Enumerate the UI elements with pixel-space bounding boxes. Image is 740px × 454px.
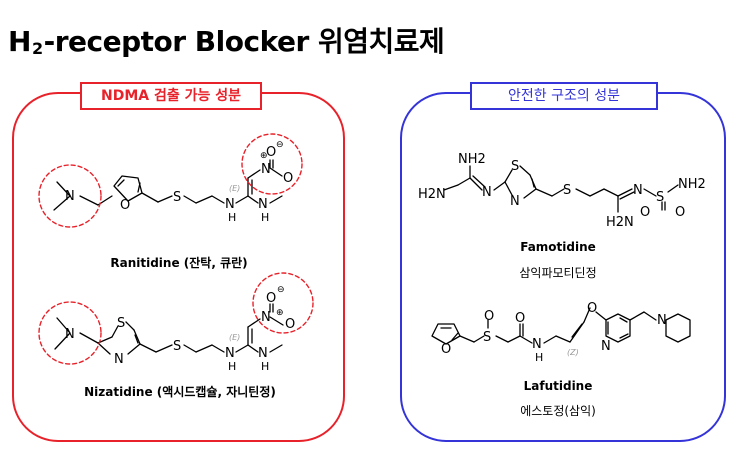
famotidine-guanidine-nh2-top: NH2 (458, 152, 486, 167)
nizatidine-nh-hydrogen: H (228, 360, 236, 373)
ranitidine-nitro-minus-charge: ⊖ (276, 140, 284, 150)
lafutidine-pyridine-nitrogen: N (601, 339, 611, 354)
famotidine-sulfonyl-oxygen-right: O (675, 205, 685, 220)
famotidine-guanidine-nitrogen: N (482, 185, 492, 200)
ranitidine-structure (38, 133, 303, 228)
lafutidine-z-stereo-label: (Z) (567, 348, 579, 357)
lafutidine-sulfinyl-sulfur: S (483, 330, 491, 345)
nizatidine-e-stereo-label: (E) (229, 333, 240, 342)
famotidine-guanidine-h2n-left: H2N (418, 187, 446, 202)
ranitidine-methylamine-nitrogen: N (258, 197, 268, 212)
ranitidine-nitro-oxygen-right: O (283, 171, 293, 186)
famotidine-structure (443, 165, 679, 213)
lafutidine-label: Lafutidine (523, 379, 593, 393)
ranitidine-nitro-nitrogen: N (261, 162, 271, 177)
ranitidine-amine-nitrogen: N (65, 189, 75, 204)
nizatidine-thiazole-sulfur: S (117, 316, 125, 331)
famotidine-thiazole-sulfur: S (511, 159, 519, 174)
lafutidine-amide-nitrogen: N (532, 337, 542, 352)
safe-structure-panel-title: 안전한 구조의 성분 (470, 82, 658, 110)
nizatidine-nitro-oxygen-top: O (266, 291, 276, 306)
nizatidine-label: Nizatidine (액시드캡슐, 자니틴정) (84, 385, 276, 399)
nizatidine-nh-nitrogen: N (225, 346, 235, 361)
nizatidine-sulfur: S (173, 339, 181, 354)
famotidine-thioether-sulfur: S (563, 183, 571, 198)
famotidine-thiazole-nitrogen: N (510, 194, 520, 209)
lafutidine-structure (431, 307, 691, 345)
famotidine-amidine-nitrogen: N (633, 183, 643, 198)
famotidine-amidine-nh2: H2N (606, 215, 634, 230)
famotidine-label: Famotidine (520, 240, 596, 254)
ranitidine-methylamine-hydrogen: H (261, 211, 269, 224)
nizatidine-nitro-minus-charge: ⊖ (277, 285, 285, 295)
ranitidine-nitro-plus-charge: ⊕ (260, 151, 268, 161)
ranitidine-e-stereo-label: (E) (229, 184, 240, 193)
famotidine-sulfonyl-sulfur: S (656, 190, 664, 205)
famotidine-sulfonyl-oxygen-left: O (640, 205, 650, 220)
nizatidine-amine-nitrogen: N (65, 327, 75, 342)
ndma-risk-panel-title: NDMA 검출 가능 성분 (80, 82, 262, 110)
nizatidine-nitro-oxygen-right: O (285, 317, 295, 332)
lafutidine-furan-oxygen: O (441, 342, 451, 357)
ranitidine-label: Ranitidine (잔탁, 큐란) (110, 256, 248, 270)
nizatidine-nitro-plus-charge: ⊕ (276, 308, 284, 318)
nizatidine-thiazole-nitrogen: N (114, 352, 124, 367)
lafutidine-sulfinyl-oxygen: O (484, 309, 494, 324)
ndma-risk-panel (12, 92, 345, 442)
ranitidine-sulfur: S (173, 190, 181, 205)
nizatidine-methylamine-nitrogen: N (258, 346, 268, 361)
nizatidine-methylamine-hydrogen: H (261, 360, 269, 373)
famotidine-brand-label: 삼익파모티딘정 (519, 266, 597, 280)
ranitidine-furan-oxygen: O (120, 198, 130, 213)
ranitidine-nh-hydrogen: H (228, 211, 236, 224)
lafutidine-piperidine-nitrogen: N (657, 313, 667, 328)
famotidine-sulfonamide-nh2: NH2 (678, 177, 706, 192)
lafutidine-carbonyl-oxygen: O (515, 311, 525, 326)
ranitidine-nitro-oxygen-top: O (266, 145, 276, 160)
lafutidine-ether-oxygen: O (587, 301, 597, 316)
lafutidine-brand-label: 에스토정(삼익) (520, 404, 596, 418)
lafutidine-amide-hydrogen: H (535, 351, 543, 364)
nizatidine-structure (38, 272, 314, 365)
nizatidine-nitro-nitrogen: N (261, 310, 271, 325)
page-title: H2-receptor Blocker 위염치료제 (8, 25, 445, 58)
ranitidine-nh-nitrogen: N (225, 197, 235, 212)
